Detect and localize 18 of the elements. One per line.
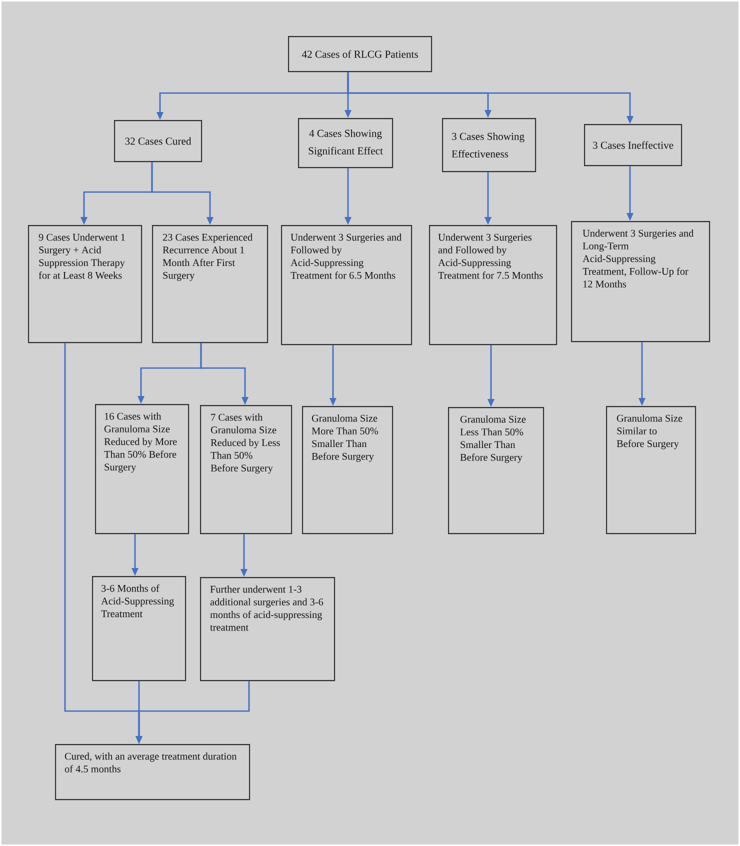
process-box: 23 Cases Experienced Recurrence About 1 Month After First Surgery <box>152 225 268 344</box>
process-box: 3 Cases Ineffective <box>584 124 682 166</box>
process-box: Granuloma Size Similar to Before Surgery <box>606 406 696 534</box>
process-box: 16 Cases with Granuloma Size Reduced by More Than 50% Before Surgery <box>95 404 190 534</box>
process-box: 3-6 Months of Acid-Suppressing Treatment <box>92 576 186 682</box>
process-box: 3 Cases Showing Effectiveness <box>442 118 536 172</box>
process-box: Cured, with an average treatment duration of 4.5 months <box>55 744 250 800</box>
process-box: Underwent 3 Surgeries and Long-Term Acid-Suppressing Treatment, Follow-Up for 12 Months <box>571 221 710 342</box>
process-box: 7 Cases with Granuloma Size Reduced by Less Than 50% Before Surgery <box>200 405 292 534</box>
process-box: Further underwent 1-3 additional surgeries and 3-6 months of acid-suppressing treatment <box>200 577 336 682</box>
process-box: Granuloma Size Less Than 50% Smaller Than Before Surgery <box>448 407 544 534</box>
process-box: 32 Cases Cured <box>114 120 202 162</box>
process-box: 4 Cases Showing Significant Effect <box>298 118 394 168</box>
process-box: Granuloma Size More Than 50% Smaller Than Before Surgery <box>302 406 394 534</box>
process-box: Underwent 3 Surgeries and Followed by Acid-Suppressing Treatment for 7.5 Months <box>429 225 558 346</box>
process-box: Underwent 3 Surgeries and Followed by Acid-Suppressing Treatment for 6.5 Months <box>281 225 412 346</box>
process-box: 42 Cases of RLCG Patients <box>288 36 432 72</box>
process-box: 9 Cases Underwent 1 Surgery + Acid Suppression Therapy for at Least 8 Weeks <box>28 225 142 344</box>
